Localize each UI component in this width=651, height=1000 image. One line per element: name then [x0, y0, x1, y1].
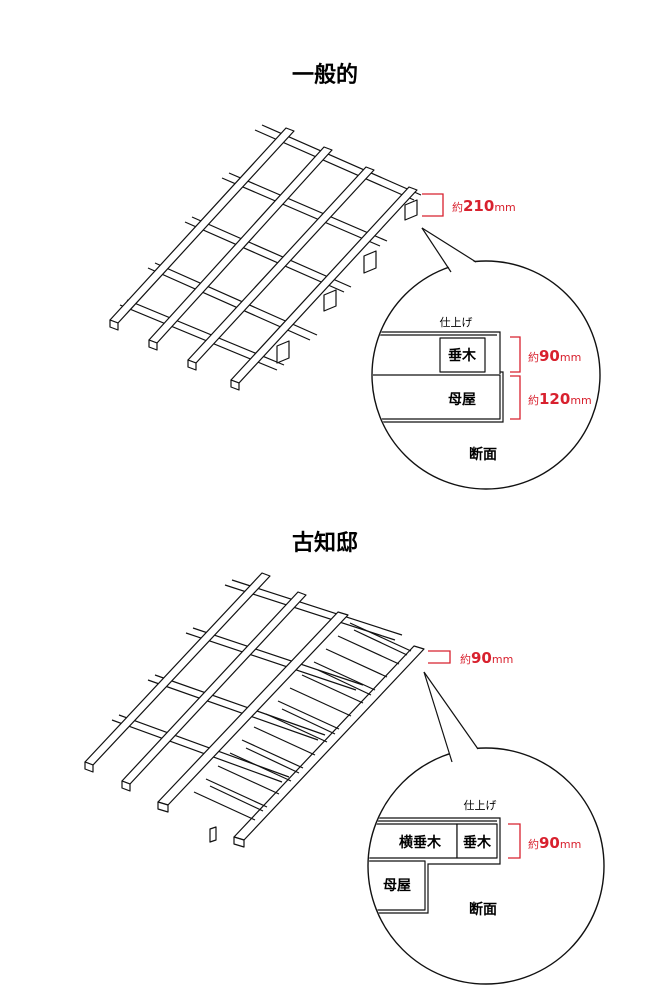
- purlin-label-2: 母屋: [383, 878, 411, 894]
- svg-text:約210mm: 約210mm: [452, 197, 516, 215]
- purlin-group-2: [111, 579, 403, 783]
- rafter-group-2: [84, 572, 307, 792]
- svg-text:約90mm: 約90mm: [460, 649, 513, 667]
- callout-kochi: 仕上げ 横垂木 垂木 母屋 断面 約90mm: [367, 671, 605, 985]
- finish-label-2: 仕上げ: [464, 799, 497, 812]
- section-caption: 断面: [469, 446, 497, 463]
- height-dimension-kochi: 約90mm: [428, 649, 513, 667]
- purlin-dimension: 約120mm: [528, 390, 592, 408]
- isometric-general-roof: [109, 124, 422, 391]
- purlin-end-blocks: [276, 199, 418, 364]
- rafter-group: [109, 127, 418, 391]
- finish-label: 仕上げ: [440, 316, 473, 329]
- callout-general: 仕上げ 垂木 母屋 断面 約90mm 約120mm: [371, 227, 601, 490]
- section-title-general: 一般的: [292, 62, 358, 88]
- height-dimension-general: 約210mm: [422, 193, 516, 217]
- rafter-dimension-2: 約90mm: [528, 834, 581, 852]
- horizontal-rafter-label: 横垂木: [399, 834, 442, 851]
- isometric-kochi-roof: [84, 572, 425, 848]
- purlin-end-block: [209, 826, 217, 843]
- rafter-label-2: 垂木: [463, 834, 492, 851]
- rafter-dimension: 約90mm: [528, 347, 581, 365]
- ladder-panel: [157, 611, 425, 848]
- section-title-kochi: 古知邸: [292, 530, 358, 556]
- section-caption-2: 断面: [469, 901, 497, 918]
- rafter-label: 垂木: [448, 347, 477, 364]
- purlin-label: 母屋: [448, 392, 476, 408]
